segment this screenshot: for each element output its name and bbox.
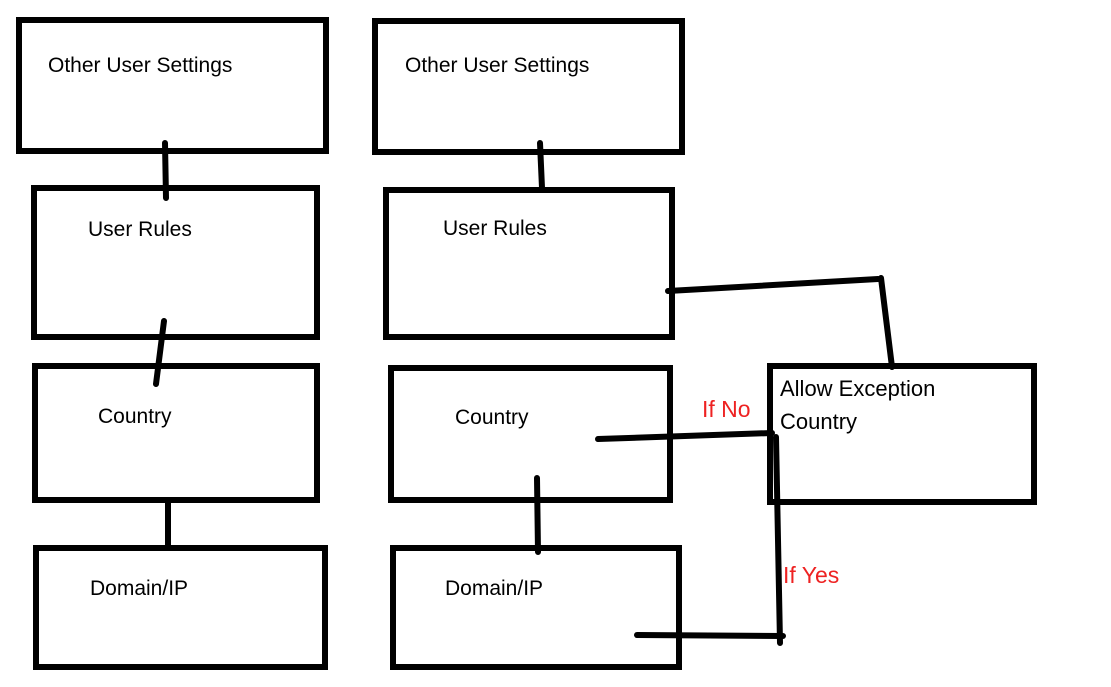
connector-rules-to-exception-vertical [878, 275, 895, 370]
exception-label-line2: Country [780, 409, 858, 434]
box-domain-ip-right: Domain/IP [390, 545, 682, 670]
edge-label-if-yes: If Yes [783, 562, 840, 588]
box-domain-ip-left: Domain/IP [33, 545, 328, 670]
box-country-left: Country [32, 363, 320, 503]
exception-label-line1: Allow Exception [780, 376, 936, 401]
box-country-right: Country [388, 365, 673, 503]
box-allow-exception-country: Allow Exception Country [767, 363, 1037, 505]
edge-label-if-no: If No [702, 396, 751, 422]
box-user-rules-right: User Rules [383, 187, 675, 340]
box-other-user-settings-right: Other User Settings [372, 18, 685, 155]
connector-rules-to-exception-horizontal [665, 276, 881, 294]
box-other-user-settings-left: Other User Settings [16, 17, 329, 154]
box-user-rules-left: User Rules [31, 185, 320, 340]
